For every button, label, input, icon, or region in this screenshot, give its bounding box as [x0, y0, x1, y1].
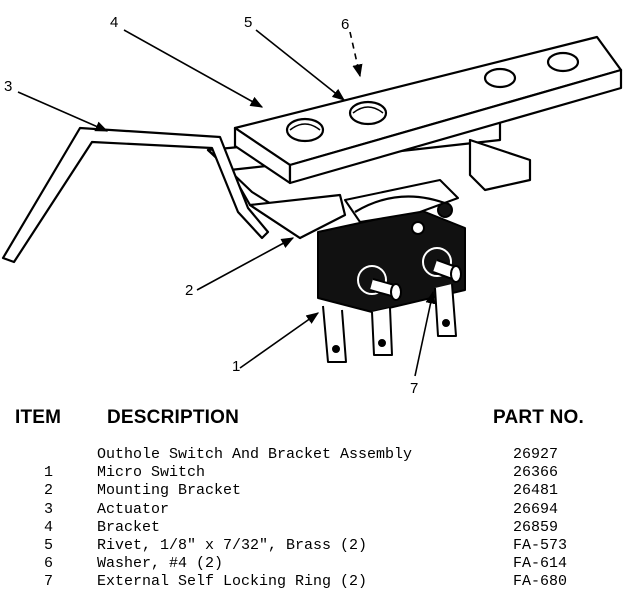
item-number: 4 — [44, 518, 54, 536]
item-description: Mounting Bracket — [97, 482, 242, 500]
table-row: Outhole Switch And Bracket Assembly 2692… — [0, 446, 634, 464]
item-number: 5 — [44, 536, 54, 554]
parts-table-header: ITEM DESCRIPTION PART NO. — [0, 403, 634, 437]
actuator — [1, 126, 270, 264]
item-description: Washer, #4 (2) — [97, 555, 224, 573]
part-number: FA-614 — [513, 555, 568, 573]
item-description: Outhole Switch And Bracket Assembly — [97, 446, 413, 463]
item-description: Micro Switch — [97, 464, 206, 482]
table-row: 6 Washer, #4 (2) FA-614 — [0, 555, 634, 573]
item-description: Actuator — [97, 500, 170, 518]
header-part-no: PART NO. — [493, 407, 584, 428]
table-row: 7 External Self Locking Ring (2) FA-680 — [0, 573, 634, 591]
table-row: 1 Micro Switch 26366 — [0, 464, 634, 482]
item-number: 2 — [44, 482, 54, 500]
part-number: 26694 — [513, 500, 559, 518]
item-number: 3 — [44, 500, 54, 518]
micro-switch — [317, 179, 466, 363]
top-bracket — [233, 35, 623, 185]
callout-3: 3 — [4, 78, 13, 95]
callout-4: 4 — [110, 14, 119, 31]
part-number: 26366 — [513, 464, 559, 482]
table-row: 2 Mounting Bracket 26481 — [0, 482, 634, 500]
assembly-drawing — [1, 29, 623, 377]
table-row: 3 Actuator 26694 — [0, 501, 634, 519]
table-row: 5 Rivet, 1/8" x 7/32", Brass (2) FA-573 — [0, 537, 634, 555]
item-description: External Self Locking Ring (2) — [97, 573, 368, 591]
leader-lines — [17, 29, 436, 377]
part-number: 26859 — [513, 518, 559, 536]
part-number: 26481 — [513, 482, 559, 500]
parts-table: Outhole Switch And Bracket Assembly 2692… — [0, 446, 634, 592]
item-number: 6 — [44, 555, 54, 573]
header-description: DESCRIPTION — [107, 407, 240, 428]
part-number: FA-573 — [513, 536, 568, 554]
item-description: Bracket — [97, 518, 161, 536]
header-item: ITEM — [15, 407, 62, 428]
exploded-diagram: 1 2 3 4 5 6 7 — [1, 14, 623, 397]
item-number: 1 — [44, 464, 54, 482]
callout-7: 7 — [410, 380, 419, 397]
callout-1: 1 — [232, 358, 241, 375]
callout-5: 5 — [244, 14, 253, 31]
item-description: Rivet, 1/8" x 7/32", Brass (2) — [97, 536, 368, 554]
item-number: 7 — [44, 573, 54, 591]
part-number: FA-680 — [513, 573, 568, 591]
table-row: 4 Bracket 26859 — [0, 519, 634, 537]
callout-6: 6 — [341, 16, 350, 33]
callout-2: 2 — [185, 282, 194, 299]
part-number: 26927 — [513, 446, 559, 463]
